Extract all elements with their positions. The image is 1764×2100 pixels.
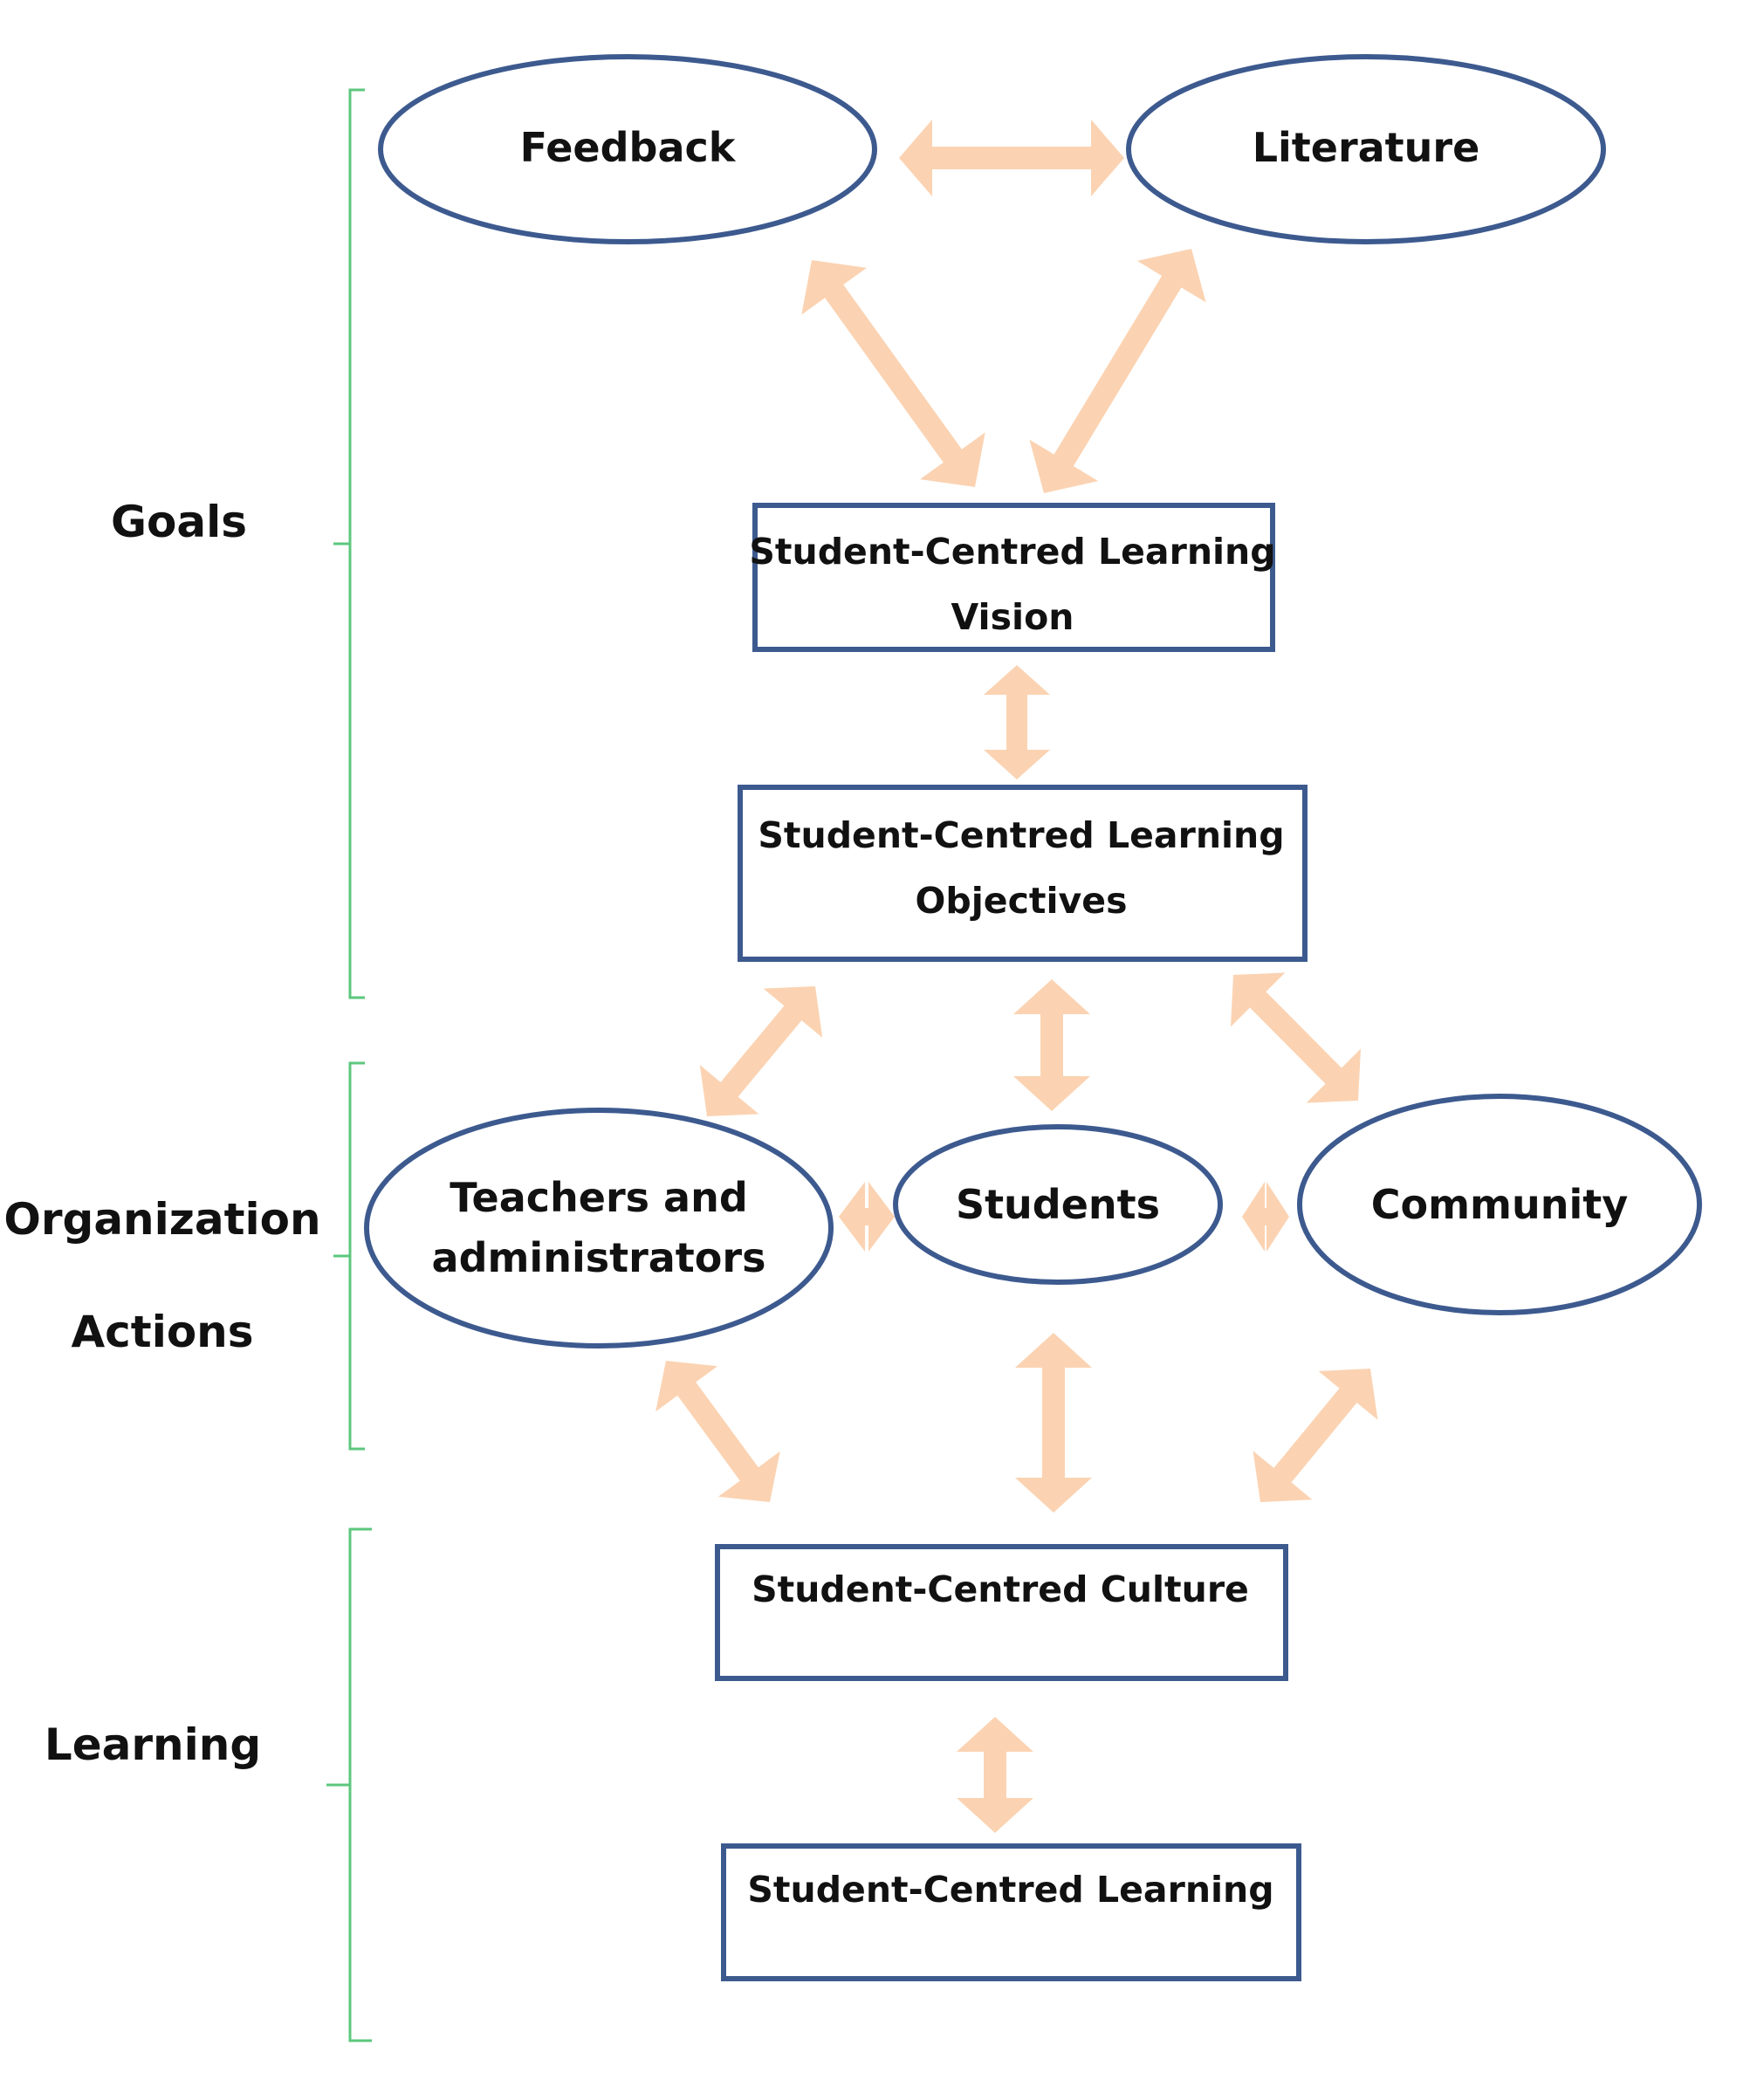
learning-box-label: Student-Centred Learning xyxy=(747,1869,1273,1911)
arrow-students-community xyxy=(1242,1182,1289,1252)
arrow-layer xyxy=(655,120,1378,1833)
community-node xyxy=(1297,1094,1702,1315)
teachers-label-line2: administrators xyxy=(432,1234,766,1281)
arrow-teachers-students xyxy=(839,1182,895,1252)
goals-bracket xyxy=(333,88,365,999)
arrow-culture-learning xyxy=(957,1717,1033,1833)
teachers-administrators-node xyxy=(364,1108,834,1349)
literature-label: Literature xyxy=(1253,124,1480,171)
arrow-objectives-students xyxy=(1013,979,1090,1111)
vision-label-line2: Vision xyxy=(951,596,1074,638)
arrow-feedback-vision xyxy=(801,260,985,487)
objectives-box xyxy=(738,785,1308,962)
literature-node xyxy=(1126,54,1606,244)
learning-label: Learning xyxy=(45,1719,261,1770)
actions-label: Actions xyxy=(71,1307,253,1357)
feedback-label: Feedback xyxy=(520,124,737,171)
culture-label: Student-Centred Culture xyxy=(752,1568,1249,1610)
learning-bracket xyxy=(326,1527,372,2042)
students-label: Students xyxy=(956,1181,1160,1228)
arrow-students-culture xyxy=(1015,1333,1092,1513)
arrow-teachers-culture xyxy=(655,1361,780,1502)
culture-box xyxy=(715,1544,1288,1681)
arrow-objectives-community xyxy=(1231,972,1361,1103)
students-node xyxy=(893,1124,1223,1285)
vision-label-line1: Student-Centred Learning xyxy=(749,531,1275,573)
vision-box xyxy=(752,503,1275,652)
feedback-node xyxy=(378,54,877,244)
objectives-label-line1: Student-Centred Learning xyxy=(758,814,1284,856)
organization-label: Organization xyxy=(3,1194,320,1245)
learning-box xyxy=(721,1843,1301,1981)
organization-actions-bracket xyxy=(333,1061,365,1451)
arrow-vision-objectives xyxy=(984,665,1050,779)
goals-label: Goals xyxy=(111,497,247,547)
arrow-literature-vision xyxy=(1029,249,1206,493)
objectives-label-line2: Objectives xyxy=(916,880,1128,922)
teachers-label-line1: Teachers and xyxy=(450,1174,748,1221)
arrow-objectives-teachers xyxy=(699,986,823,1116)
arrow-feedback-literature xyxy=(899,120,1124,196)
community-label: Community xyxy=(1371,1181,1628,1228)
arrow-community-culture xyxy=(1253,1369,1378,1502)
